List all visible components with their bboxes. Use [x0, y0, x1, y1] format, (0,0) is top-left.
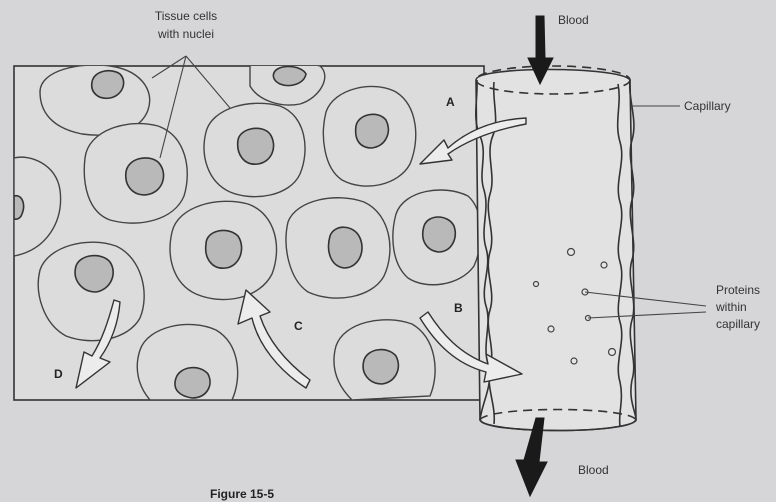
protein-dot [571, 358, 577, 364]
tissue-cell [286, 198, 390, 298]
protein-dot [548, 326, 554, 332]
nucleus [14, 196, 24, 219]
nucleus [356, 114, 389, 148]
arrow-b-label: B [454, 301, 463, 315]
protein-dot [601, 262, 607, 268]
tissue-cell [38, 242, 144, 341]
protein-dot [534, 282, 539, 287]
nucleus [92, 71, 124, 99]
nucleus [75, 256, 113, 292]
tissue-cell [137, 324, 237, 400]
tissue-cell [323, 86, 415, 186]
nucleus [206, 230, 242, 268]
arrow-a-label: A [446, 95, 455, 109]
blood-top-label: Blood [558, 13, 589, 27]
protein-dot [568, 249, 575, 256]
nucleus [126, 158, 164, 195]
tissue-cell [393, 190, 481, 285]
tissue-cell [204, 103, 305, 196]
blood-bottom-label: Blood [578, 463, 609, 477]
nucleus [175, 368, 210, 398]
protein-dot [609, 349, 616, 356]
proteins-label-line1: Proteins [716, 283, 760, 297]
nucleus [329, 227, 362, 268]
nucleus [363, 350, 398, 384]
nucleus [423, 217, 455, 252]
tissue-cells-label-line2: with nuclei [157, 27, 214, 41]
figure-caption: Figure 15-5 [210, 487, 274, 501]
tissue-cell [84, 124, 187, 223]
capillary-label: Capillary [684, 99, 731, 113]
nucleus [238, 128, 274, 164]
arrow-d-label: D [54, 367, 63, 381]
tissue-cells-label-line1: Tissue cells [155, 9, 217, 23]
tissue-cell [170, 201, 276, 299]
arrow-c-label: C [294, 319, 303, 333]
proteins-label-line2: within [715, 300, 747, 314]
proteins-label-line3: capillary [716, 317, 760, 331]
tissue-cell [334, 320, 435, 400]
